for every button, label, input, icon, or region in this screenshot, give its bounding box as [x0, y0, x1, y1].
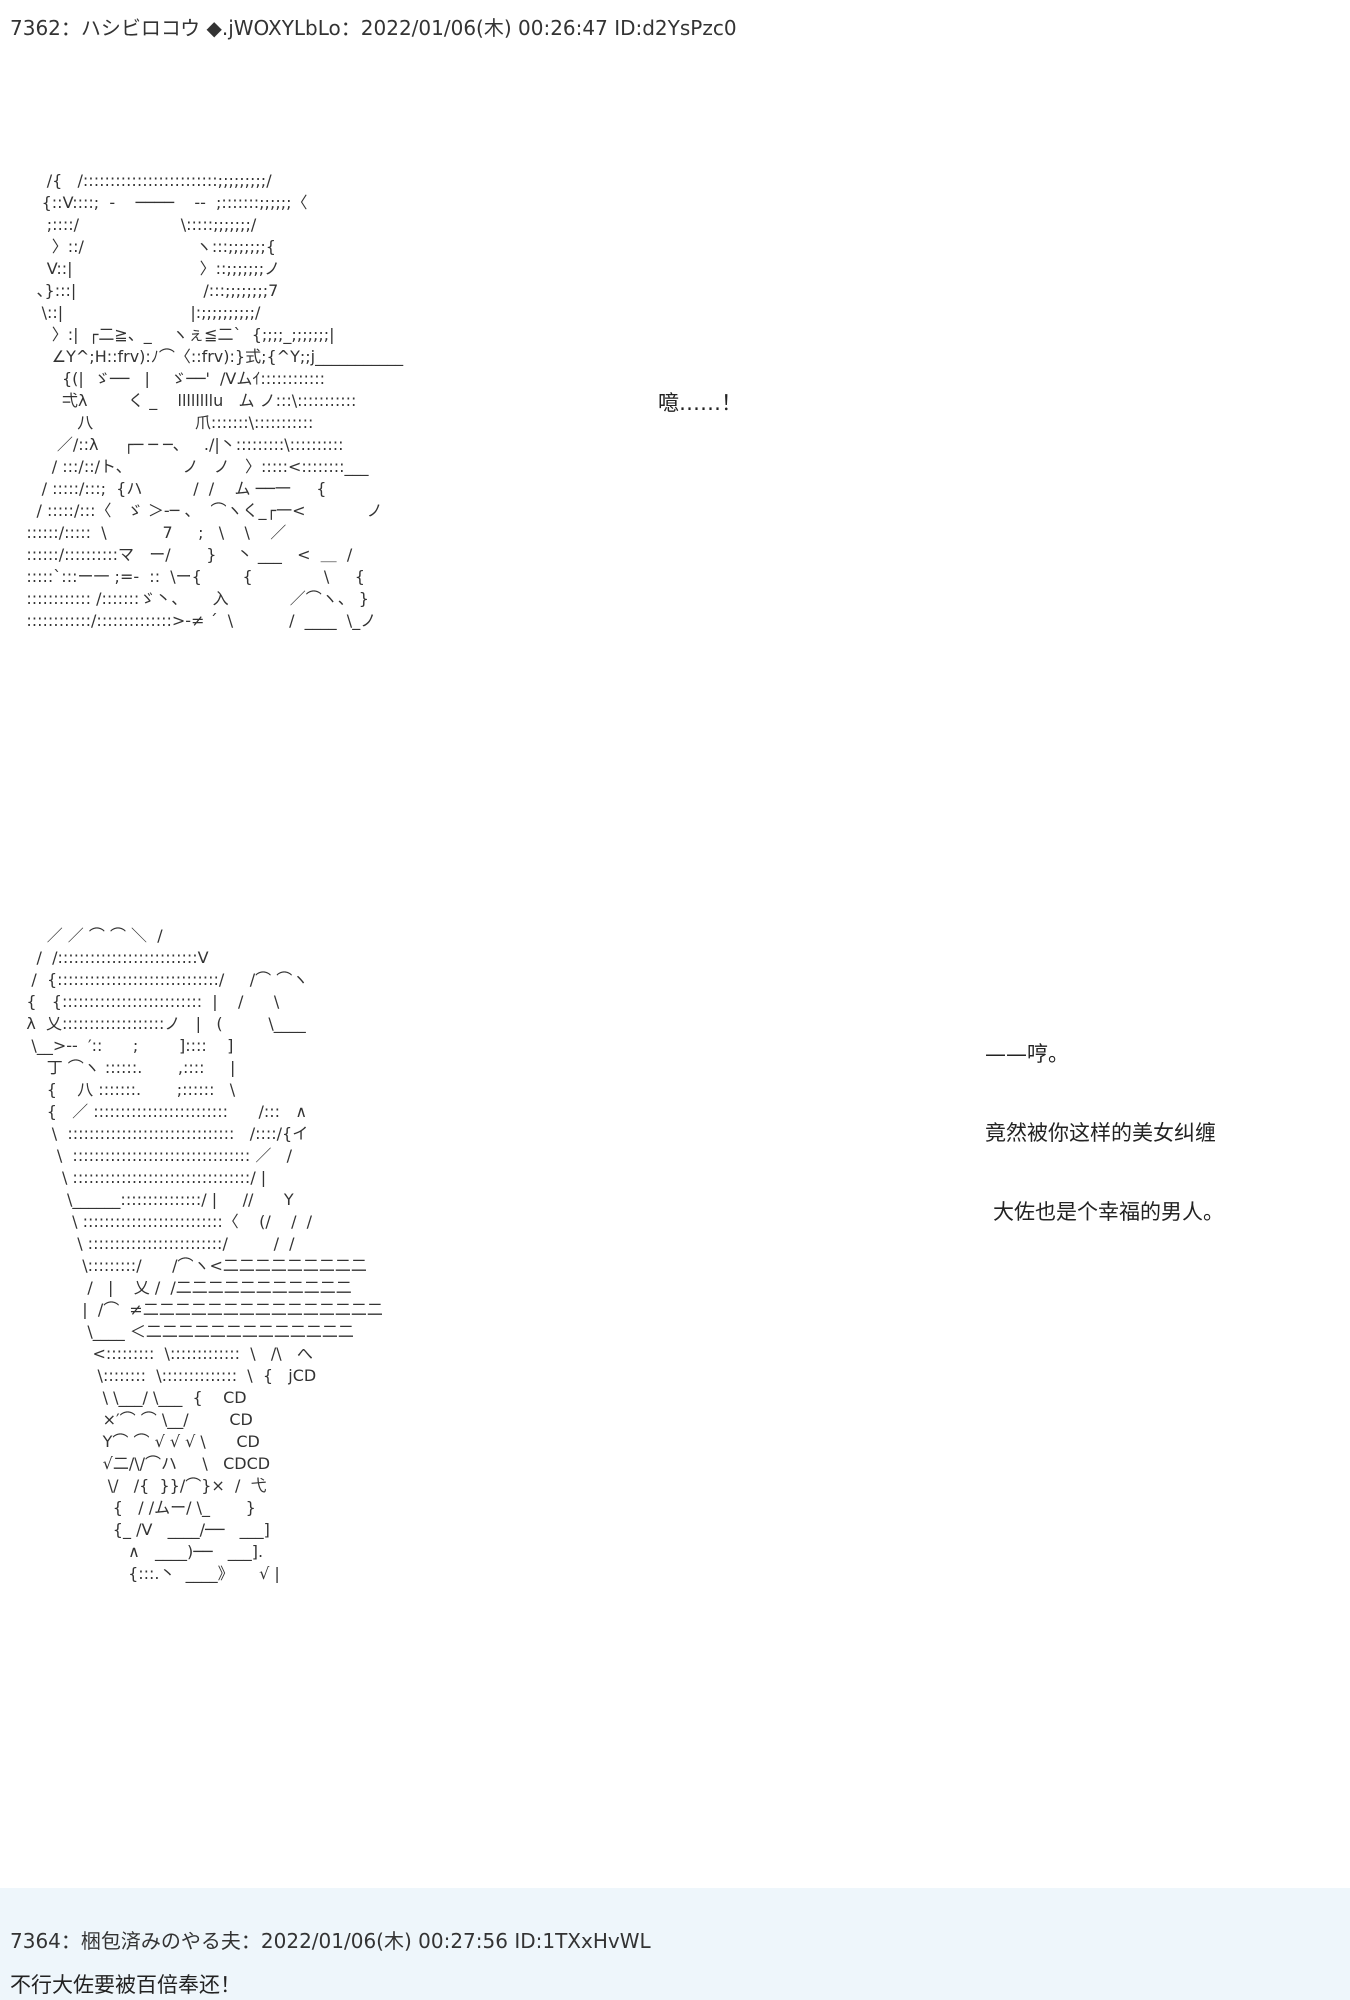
dialogue-line: ——哼。	[985, 1042, 1069, 1066]
post-header: 7364：梱包済みのやる夫：2022/01/06(木) 00:27:56 ID:…	[10, 1929, 651, 1953]
ascii-art-figure-2: ／ ／ ⌒ ⌒ ＼ / / /:::::::::::::::::::::::::…	[26, 926, 383, 1583]
dialogue-line: 大佐也是个幸福的男人。	[993, 1200, 1224, 1224]
post-body: 不行大佐要被百倍奉还！	[10, 1973, 241, 1997]
dialogue-line: 竟然被你这样的美女纠缠	[985, 1121, 1216, 1145]
post-header: 7362：ハシビロコウ ◆.jWOXYLbLo：2022/01/06(木) 00…	[10, 16, 737, 40]
post-7362: 7362：ハシビロコウ ◆.jWOXYLbLo：2022/01/06(木) 00…	[10, 16, 1224, 1583]
ascii-art-figure-1: /{ /:::::::::::::::::::::::::;;;;;;;;;/ …	[26, 171, 404, 630]
dialogue-line: 噫……！	[658, 391, 742, 415]
post-7364: 7364：梱包済みのやる夫：2022/01/06(木) 00:27:56 ID:…	[0, 1888, 1350, 2000]
